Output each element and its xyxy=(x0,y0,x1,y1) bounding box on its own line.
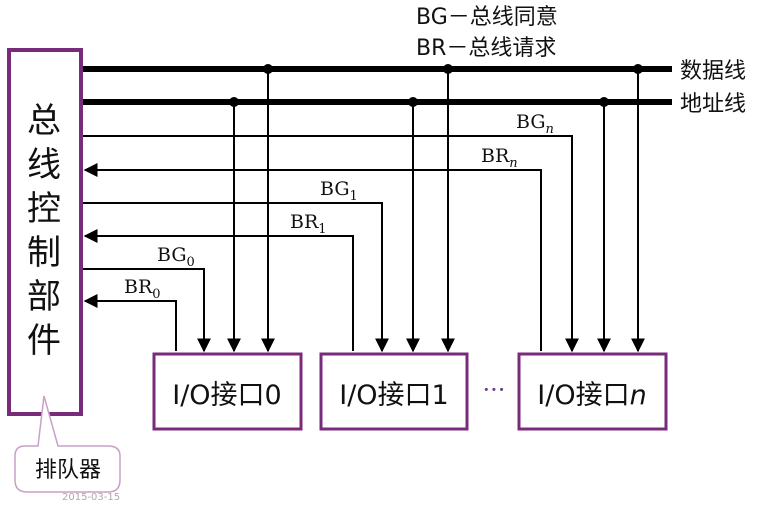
io-interface-1-label: I/O接口1 xyxy=(339,380,449,411)
bg0-label: BG0 xyxy=(157,244,195,270)
bus-controller-box xyxy=(7,48,83,416)
data-bus-label: 数据线 xyxy=(680,59,746,84)
io-interface-n-label: I/O接口n xyxy=(537,380,646,411)
legend-br: BR－总线请求 xyxy=(416,36,556,61)
controller-char-6: 件 xyxy=(27,321,61,361)
queue-callout-label: 排队器 xyxy=(35,458,101,483)
date-stamp: 2015-03-15 xyxy=(62,492,120,503)
io-interface-n-box xyxy=(517,352,668,431)
io-interface-0-box xyxy=(152,352,303,431)
bg0-line xyxy=(83,268,211,353)
controller-char-2: 线 xyxy=(27,145,61,185)
br0-line xyxy=(83,294,177,351)
bg1-line xyxy=(83,202,389,353)
bgn-line xyxy=(83,135,579,353)
br1-line xyxy=(83,229,354,351)
bg1-label: BG1 xyxy=(320,178,358,204)
ellipsis: ··· xyxy=(483,376,506,404)
bus-taps xyxy=(227,64,645,353)
legend-bg: BG－总线同意 xyxy=(416,5,558,30)
address-bus-label: 地址线 xyxy=(680,92,746,117)
io-interface-1-box xyxy=(319,352,469,431)
br0-label: BR0 xyxy=(124,276,161,302)
controller-char-4: 制 xyxy=(27,233,61,273)
bus-controller-label: 总 线 控 制 部 件 xyxy=(27,101,61,361)
controller-char-3: 控 xyxy=(27,189,61,229)
controller-char-5: 部 xyxy=(27,277,61,317)
controller-char-1: 总 xyxy=(27,101,61,141)
io-interface-0-label: I/O接口0 xyxy=(172,380,282,411)
queue-callout xyxy=(14,395,121,493)
brn-line xyxy=(83,163,542,351)
brn-label: BRn xyxy=(481,145,518,171)
bgn-label: BGn xyxy=(516,111,554,137)
br1-label: BR1 xyxy=(290,211,327,237)
